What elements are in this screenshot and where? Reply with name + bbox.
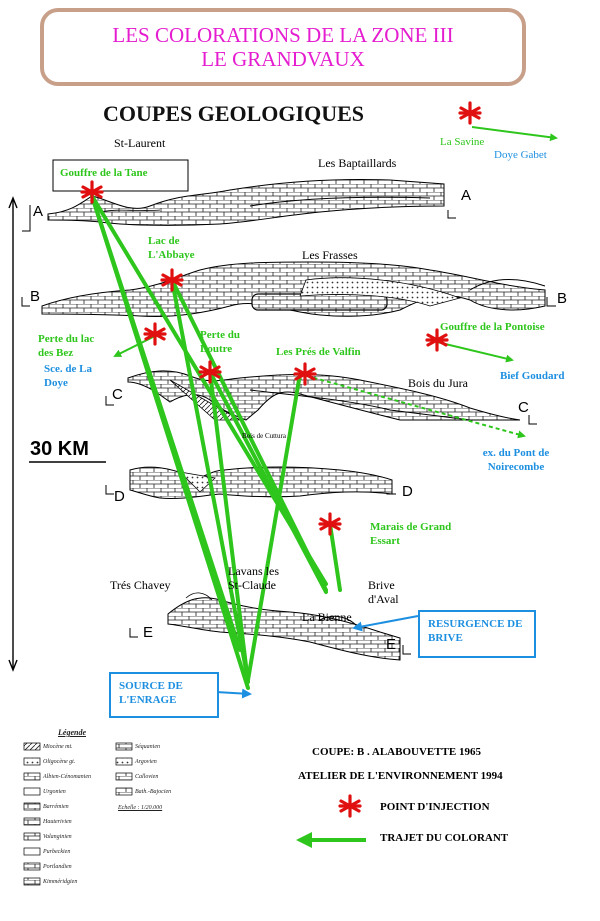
legend-item: Hauterivien xyxy=(43,819,72,825)
source-enrage-box: SOURCE DE L'ENRAGE xyxy=(109,672,219,718)
credit-atelier: ATELIER DE L'ENVIRONNEMENT 1994 xyxy=(298,770,503,782)
outlet-resurgence-brive: RESURGENCE DE BRIVE xyxy=(428,618,523,644)
place-la-bienne: La Bienne xyxy=(302,610,352,624)
trace-savine-doye-gabet xyxy=(471,126,558,142)
injection-gouffre-tane: Gouffre de la Tane xyxy=(60,167,148,179)
injection-perte-lac-bez: Perte du lac des Bez xyxy=(38,333,95,359)
legend-item: Portlandien xyxy=(43,864,72,870)
section-letter-c-right: C xyxy=(518,399,529,416)
heading: COUPES GEOLOGIQUES xyxy=(103,101,365,126)
injection-point-icon xyxy=(318,512,342,536)
injection-lac-abbaye: Lac de L'Abbaye xyxy=(148,235,195,261)
legend-title: Légende xyxy=(58,728,86,737)
section-c xyxy=(105,370,537,425)
place-tres-chavey: Trés Chavey xyxy=(110,578,171,592)
doye-gabet-label: Doye Gabet xyxy=(494,149,547,161)
outlet-bief-goudard: Bief Goudard xyxy=(500,370,565,382)
legend-item: Oligocène gt. xyxy=(43,759,76,765)
trace-to-bief-goudard xyxy=(436,341,514,363)
legend-point-injection-label: POINT D'INJECTION xyxy=(380,801,490,813)
section-letter-a-right: A xyxy=(461,187,472,204)
legend-scale: Echelle : 1/20.000 xyxy=(118,805,163,811)
injection-pres-valfin: Les Prés de Valfin xyxy=(276,346,361,358)
legend-item: Purbeckien xyxy=(43,849,71,855)
outlet-source-enrage: SOURCE DE L'ENRAGE xyxy=(119,680,183,706)
place-les-baptaillards: Les Baptaillards xyxy=(318,156,397,170)
resurgence-brive-box: RESURGENCE DE BRIVE xyxy=(418,610,536,658)
enrage-pointer xyxy=(215,688,252,699)
legend-item: Bath.-Bajocien xyxy=(135,789,172,795)
legend-item: Albien-Cénomanien xyxy=(43,774,91,780)
credit-coupe: COUPE: B . ALABOUVETTE 1965 xyxy=(312,746,481,758)
legend-item: Urgonien xyxy=(43,789,66,795)
tane-label-box xyxy=(52,159,189,192)
injection-marais-grand-essart: Marais de Grand Essart xyxy=(370,521,452,547)
outlet-sce-la-doye: Sce. de La Doye xyxy=(44,363,92,389)
vertical-scale-bar xyxy=(8,196,18,672)
dye-traces xyxy=(90,194,342,690)
legend-item: Séquanien xyxy=(135,744,160,750)
outlet-pont-noirecombe: ex. du Pont de Noirecombe xyxy=(482,447,550,473)
place-les-frasses: Les Frasses xyxy=(302,248,358,262)
place-bois-du-jura: Bois du Jura xyxy=(408,376,468,390)
injection-point-icon xyxy=(143,322,167,346)
section-letter-a-left: A xyxy=(33,203,44,220)
injection-gouffre-pontoise: Gouffre de la Pontoise xyxy=(440,321,545,333)
trace-to-noirecombe xyxy=(299,373,526,439)
section-letter-d-left: D xyxy=(114,488,125,505)
legend-item: Callovien xyxy=(135,774,159,780)
section-letter-b-right: B xyxy=(557,290,568,307)
legend-item: Kimméridgien xyxy=(43,879,78,885)
place-lavans: Lavans les St-Claude xyxy=(228,564,279,592)
title-line-2: LE GRANDVAUX xyxy=(201,47,365,71)
place-st-laurent: St-Laurent xyxy=(114,136,166,150)
section-letter-e-left: E xyxy=(143,624,154,641)
section-letter-e-right: E xyxy=(386,636,397,653)
place-brive-daval: Brive d'Aval xyxy=(368,578,399,606)
legend-swatches xyxy=(23,742,133,886)
legend-item: Miocène mt. xyxy=(43,744,73,750)
section-letter-d-right: D xyxy=(402,483,413,500)
injection-perte-loutre: Perte du Loutre xyxy=(200,329,241,355)
place-bois-de-cuttura: Bois de Cuttura xyxy=(242,432,286,440)
section-letter-b-left: B xyxy=(30,288,41,305)
title-line-1: LES COLORATIONS DE LA ZONE III xyxy=(112,23,454,47)
section-d xyxy=(105,466,396,499)
legend-injection-icon xyxy=(338,794,362,818)
legend-item: Argovien xyxy=(135,759,157,765)
legend-trace-arrow xyxy=(296,832,366,848)
section-b xyxy=(21,261,556,317)
title-box: LES COLORATIONS DE LA ZONE III LE GRANDV… xyxy=(40,8,526,86)
legend-item: Valanginien xyxy=(43,834,72,840)
scale-label: 30 KM xyxy=(30,438,89,460)
la-savine-label: La Savine xyxy=(440,136,485,148)
section-a xyxy=(22,178,456,232)
section-letter-c-left: C xyxy=(112,386,123,403)
legend-trajet-label: TRAJET DU COLORANT xyxy=(380,832,509,844)
injection-point-icon xyxy=(458,101,482,125)
brive-pointer xyxy=(352,615,419,632)
legend-item: Barrémien xyxy=(43,804,69,810)
